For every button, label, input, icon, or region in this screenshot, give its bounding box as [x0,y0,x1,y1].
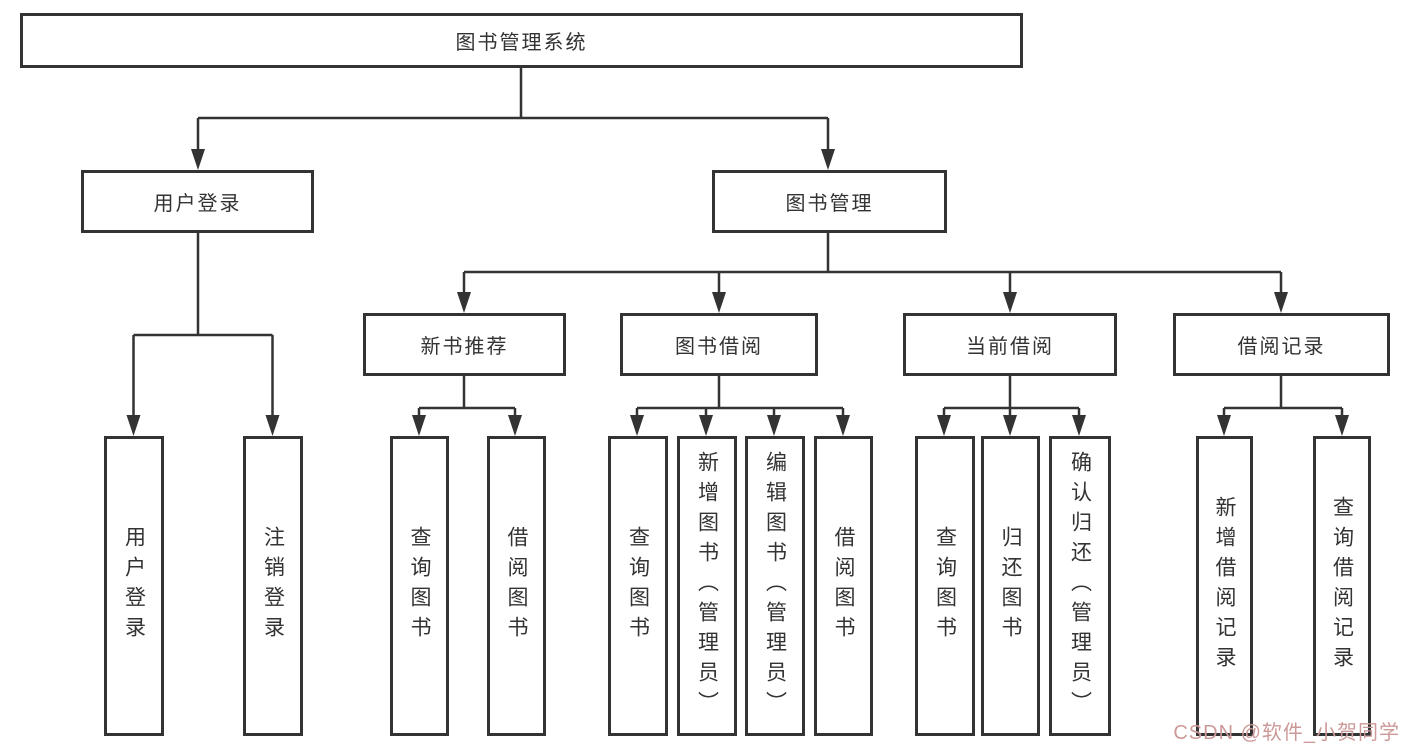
node-new-book-recommend: 新书推荐 [363,313,566,376]
leaf-confirm-return-admin: 确认归还（管理员） [1049,436,1111,736]
leaf-query-books-current: 查询图书 [915,436,975,736]
leaf-add-borrow-record: 新增借阅记录 [1196,436,1253,736]
node-book-borrow: 图书借阅 [620,313,818,376]
leaf-user-login: 用户登录 [104,436,164,736]
leaf-logout: 注销登录 [243,436,303,736]
node-root-system: 图书管理系统 [20,13,1023,68]
leaf-return-books: 归还图书 [981,436,1040,736]
leaf-query-books-borrow: 查询图书 [608,436,668,736]
node-user-login: 用户登录 [81,170,314,233]
arrowhead-icons [126,149,1349,436]
node-current-borrow: 当前借阅 [903,313,1117,376]
leaf-query-borrow-record: 查询借阅记录 [1313,436,1371,736]
leaf-borrow-books-recommend: 借阅图书 [487,436,546,736]
leaf-edit-books-admin: 编辑图书（管理员） [745,436,805,736]
node-book-management: 图书管理 [712,170,947,233]
leaf-borrow-books: 借阅图书 [814,436,873,736]
node-borrow-records: 借阅记录 [1173,313,1390,376]
leaf-query-books-recommend: 查询图书 [390,436,449,736]
watermark: CSDN @软件_小贺同学 [1173,722,1400,744]
leaf-add-books-admin: 新增图书（管理员） [677,436,737,736]
